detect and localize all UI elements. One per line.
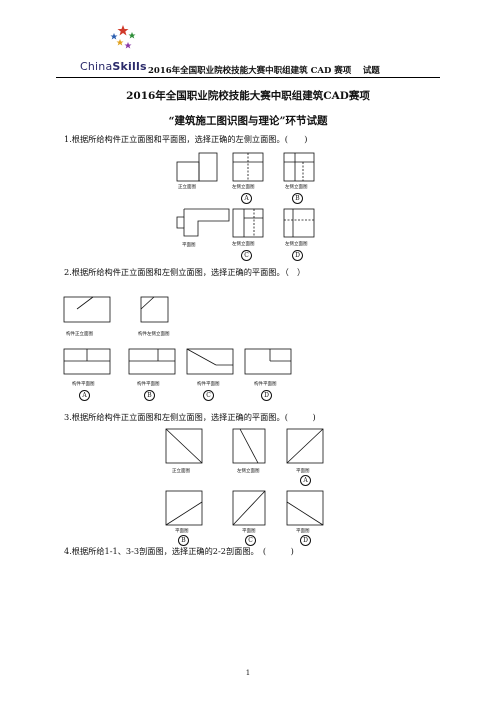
q2-option-c-label[interactable]: C xyxy=(203,390,214,401)
q2-front-elevation-figure xyxy=(63,296,111,323)
q1-caption-d: 左侧立面图 xyxy=(285,242,308,247)
q1-plan-figure xyxy=(176,208,230,237)
document-title: 2016年全国职业院校技能大赛中职组建筑CAD赛项 xyxy=(126,90,370,102)
q1-option-b-label[interactable]: B xyxy=(292,193,303,204)
q3-caption-b: 平面图 xyxy=(175,529,189,534)
q1-option-a-label[interactable]: A xyxy=(241,193,252,204)
q3-option-a-figure xyxy=(286,428,324,464)
q1-caption-c: 左侧立面图 xyxy=(232,242,255,247)
q3-caption-c: 平面图 xyxy=(242,529,256,534)
q3-option-d-label[interactable]: D xyxy=(300,535,311,546)
q2-option-d-label[interactable]: D xyxy=(261,390,272,401)
question-3-text: 3.根据所给构件正立面图和左侧立面图，选择正确的平面图。( ) xyxy=(64,412,316,422)
q1-front-elevation-figure xyxy=(176,152,218,182)
chinaskills-logo-icon xyxy=(110,25,136,49)
header-divider xyxy=(56,77,440,78)
q3-caption-side: 左侧立面图 xyxy=(237,469,260,474)
document-subtitle: “建筑施工图识图与理论”环节试题 xyxy=(168,115,328,127)
q1-option-d-label[interactable]: D xyxy=(292,250,303,261)
header-title: 2016年全国职业院校技能大赛中职组建筑 CAD 赛项 试题 xyxy=(148,66,380,76)
q1-caption-b: 左侧立面图 xyxy=(285,185,308,190)
q2-caption-side: 构件左侧立面图 xyxy=(138,332,170,337)
q1-option-a-figure xyxy=(232,152,264,182)
q3-option-a-label[interactable]: A xyxy=(300,475,311,486)
q3-option-d-figure xyxy=(286,490,324,526)
logo-wordmark: ChinaSkills xyxy=(80,60,147,73)
q2-caption-c: 构件平面图 xyxy=(197,382,220,387)
q1-option-c-figure xyxy=(232,208,264,238)
q1-caption-a: 左侧立面图 xyxy=(232,185,255,190)
q2-option-c-figure xyxy=(186,348,234,375)
q2-caption-a: 构件平面图 xyxy=(72,382,95,387)
question-1-text: 1.根据所给构件正立面图和平面图，选择正确的左侧立面图。( ) xyxy=(64,134,308,144)
q3-option-b-label[interactable]: B xyxy=(178,535,189,546)
q2-caption-b: 构件平面图 xyxy=(137,382,160,387)
q1-option-c-label[interactable]: C xyxy=(241,250,252,261)
q2-option-b-figure xyxy=(128,348,176,375)
q2-option-d-figure xyxy=(244,348,292,375)
q3-caption-front: 正立面图 xyxy=(172,469,190,474)
q1-caption-plan: 平面图 xyxy=(182,243,196,248)
q2-option-a-figure xyxy=(63,348,111,375)
q3-side-elevation-figure xyxy=(232,428,266,464)
q3-caption-a: 平面图 xyxy=(296,469,310,474)
q2-option-b-label[interactable]: B xyxy=(144,390,155,401)
page-number: 1 xyxy=(245,669,251,677)
question-4-text: 4.根据所给1-1、3-3剖面图，选择正确的2-2剖面图。 ( ) xyxy=(64,546,294,556)
q3-caption-d: 平面图 xyxy=(296,529,310,534)
q2-caption-front: 构件正立面图 xyxy=(66,332,93,337)
q3-option-b-figure xyxy=(165,490,203,526)
q3-option-c-figure xyxy=(232,490,266,526)
q1-option-d-figure xyxy=(283,208,315,238)
q3-option-c-label[interactable]: C xyxy=(245,535,256,546)
q2-option-a-label[interactable]: A xyxy=(79,390,90,401)
q3-front-elevation-figure xyxy=(165,428,203,464)
q2-caption-d: 构件平面图 xyxy=(254,382,277,387)
q2-side-elevation-figure xyxy=(140,296,169,323)
q1-option-b-figure xyxy=(283,152,315,182)
q1-caption-front: 正立面图 xyxy=(178,185,196,190)
question-2-text: 2.根据所给构件正立面图和左侧立面图，选择正确的平面图。（ ） xyxy=(64,267,306,277)
